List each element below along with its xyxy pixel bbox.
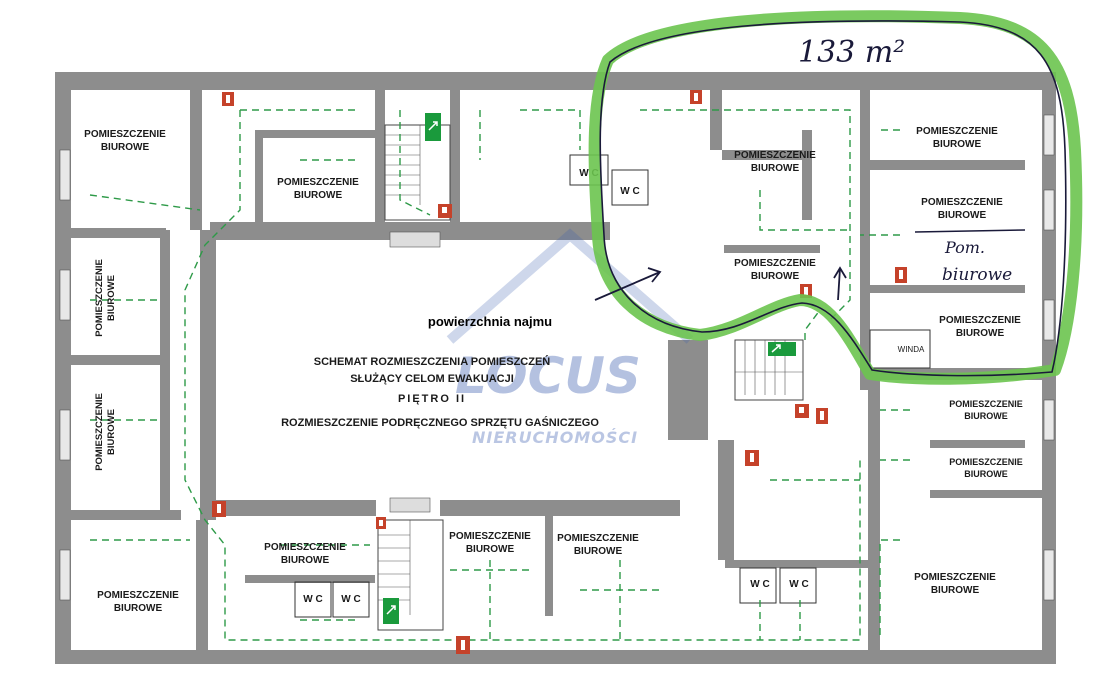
office-room-vertical: POMIESZCZENIE BIUROWE xyxy=(94,259,117,337)
wc-label: W C xyxy=(750,579,769,590)
svg-text:POMIESZCZENIE: POMIESZCZENIE xyxy=(734,150,816,161)
svg-text:POMIESZCZENIE: POMIESZCZENIE xyxy=(84,129,166,140)
arrow-icon xyxy=(833,266,847,301)
fire-extinguisher-icon xyxy=(438,204,452,218)
office-room: POMIESZCZENIE BIUROWE xyxy=(734,150,816,174)
evacuation-routes xyxy=(89,109,910,641)
svg-text:BIUROWE: BIUROWE xyxy=(956,328,1005,339)
fire-extinguisher-icon xyxy=(376,517,386,529)
emergency-exit-icon xyxy=(425,113,441,141)
room-labels: POMIESZCZENIE BIUROWE POMIESZCZENIE BIUR… xyxy=(84,126,1023,614)
lift-label: WINDA xyxy=(898,345,925,354)
leased-area-highlight xyxy=(588,10,1083,385)
svg-text:BIUROWE: BIUROWE xyxy=(106,409,117,455)
svg-text:BIUROWE: BIUROWE xyxy=(574,546,623,557)
svg-text:BIUROWE: BIUROWE xyxy=(933,139,982,150)
svg-text:POMIESZCZENIE: POMIESZCZENIE xyxy=(264,542,346,553)
emergency-exit-icon xyxy=(383,598,399,624)
svg-text:POMIESZCZENIE: POMIESZCZENIE xyxy=(97,590,179,601)
wc-cubicles xyxy=(294,154,817,618)
svg-text:BIUROWE: BIUROWE xyxy=(466,544,515,555)
wc-label: W C xyxy=(620,186,639,197)
handwritten-room-note: Pom. xyxy=(944,238,985,257)
office-room: POMIESZCZENIE BIUROWE xyxy=(939,315,1021,339)
office-room: POMIESZCZENIE BIUROWE xyxy=(734,258,816,282)
office-room: POMIESZCZENIE BIUROWE xyxy=(949,399,1023,421)
svg-text:BIUROWE: BIUROWE xyxy=(931,585,980,596)
wc-label: W C xyxy=(341,594,360,605)
leased-area-outline xyxy=(599,20,1067,377)
handwritten-line xyxy=(914,229,1026,233)
svg-text:POMIESZCZENIE: POMIESZCZENIE xyxy=(734,258,816,269)
fire-extinguisher-icon xyxy=(795,404,809,418)
handwritten-room-note: biurowe xyxy=(942,265,1012,285)
svg-text:BIUROWE: BIUROWE xyxy=(114,603,163,614)
svg-text:BIUROWE: BIUROWE xyxy=(964,469,1008,479)
office-room: POMIESZCZENIE BIUROWE xyxy=(916,126,998,150)
svg-text:PIĘTRO II: PIĘTRO II xyxy=(398,393,466,405)
svg-text:POMIESZCZENIE: POMIESZCZENIE xyxy=(921,197,1003,208)
svg-text:SŁUŻĄCY CELOM EWAKUACJI: SŁUŻĄCY CELOM EWAKUACJI xyxy=(350,372,514,385)
handwritten-area-note: 133 m² xyxy=(798,35,905,70)
fire-extinguisher-icon xyxy=(222,92,234,106)
area-label: powierzchnia najmu xyxy=(428,314,552,329)
svg-text:BIUROWE: BIUROWE xyxy=(938,210,987,221)
office-room: POMIESZCZENIE BIUROWE xyxy=(264,542,346,566)
fire-extinguisher-icon xyxy=(456,636,470,654)
watermark: LOCUS NIERUCHOMOŚCI xyxy=(446,228,694,447)
arrow-icon xyxy=(594,267,662,301)
fire-extinguisher-icon xyxy=(690,90,702,104)
svg-text:POMIESZCZENIE: POMIESZCZENIE xyxy=(277,177,359,188)
office-room-vertical: POMIESZCZENIE BIUROWE xyxy=(94,393,117,471)
svg-text:POMIESZCZENIE: POMIESZCZENIE xyxy=(94,259,105,337)
svg-text:BIUROWE: BIUROWE xyxy=(281,555,330,566)
svg-text:POMIESZCZENIE: POMIESZCZENIE xyxy=(94,393,105,471)
svg-text:BIUROWE: BIUROWE xyxy=(964,411,1008,421)
office-room: POMIESZCZENIE BIUROWE xyxy=(449,531,531,555)
svg-text:POMIESZCZENIE: POMIESZCZENIE xyxy=(916,126,998,137)
office-room: POMIESZCZENIE BIUROWE xyxy=(557,533,639,557)
wc-label: W C xyxy=(789,579,808,590)
fire-extinguisher-icon xyxy=(816,408,828,424)
fire-extinguisher-icon xyxy=(895,267,907,283)
svg-text:BIUROWE: BIUROWE xyxy=(106,275,117,321)
fire-extinguisher-icons xyxy=(212,90,907,654)
svg-text:SCHEMAT ROZMIESZCZENIA POMIESZ: SCHEMAT ROZMIESZCZENIA POMIESZCZEŃ xyxy=(314,355,551,368)
emergency-exit-icon xyxy=(768,342,796,356)
svg-text:POMIESZCZENIE: POMIESZCZENIE xyxy=(949,399,1023,409)
schema-title: SCHEMAT ROZMIESZCZENIA POMIESZCZEŃ SŁUŻĄ… xyxy=(281,355,599,429)
svg-text:BIUROWE: BIUROWE xyxy=(751,163,800,174)
emergency-exit-icons xyxy=(383,113,796,624)
svg-text:POMIESZCZENIE: POMIESZCZENIE xyxy=(914,572,996,583)
svg-text:ROZMIESZCZENIE PODRĘCZNEGO SPR: ROZMIESZCZENIE PODRĘCZNEGO SPRZĘTU GAŚNI… xyxy=(281,416,599,429)
svg-text:POMIESZCZENIE: POMIESZCZENIE xyxy=(949,457,1023,467)
watermark-sub: NIERUCHOMOŚCI xyxy=(472,428,638,447)
office-room: POMIESZCZENIE BIUROWE xyxy=(97,590,179,614)
wc-label: W C xyxy=(303,594,322,605)
office-room: POMIESZCZENIE BIUROWE xyxy=(84,129,166,153)
svg-text:POMIESZCZENIE: POMIESZCZENIE xyxy=(449,531,531,542)
svg-text:BIUROWE: BIUROWE xyxy=(751,271,800,282)
svg-text:POMIESZCZENIE: POMIESZCZENIE xyxy=(939,315,1021,326)
office-room: POMIESZCZENIE BIUROWE xyxy=(277,177,359,201)
svg-text:BIUROWE: BIUROWE xyxy=(294,190,343,201)
office-room: POMIESZCZENIE BIUROWE xyxy=(921,197,1003,221)
office-room: POMIESZCZENIE BIUROWE xyxy=(949,457,1023,479)
office-room: POMIESZCZENIE BIUROWE xyxy=(914,572,996,596)
lift-shaft xyxy=(869,329,931,369)
svg-text:BIUROWE: BIUROWE xyxy=(101,142,150,153)
svg-text:POMIESZCZENIE: POMIESZCZENIE xyxy=(557,533,639,544)
fire-extinguisher-icon xyxy=(745,450,759,466)
wc-label: W C xyxy=(579,168,598,179)
fire-extinguisher-icon xyxy=(212,501,226,517)
watermark-brand: LOCUS xyxy=(455,347,641,405)
